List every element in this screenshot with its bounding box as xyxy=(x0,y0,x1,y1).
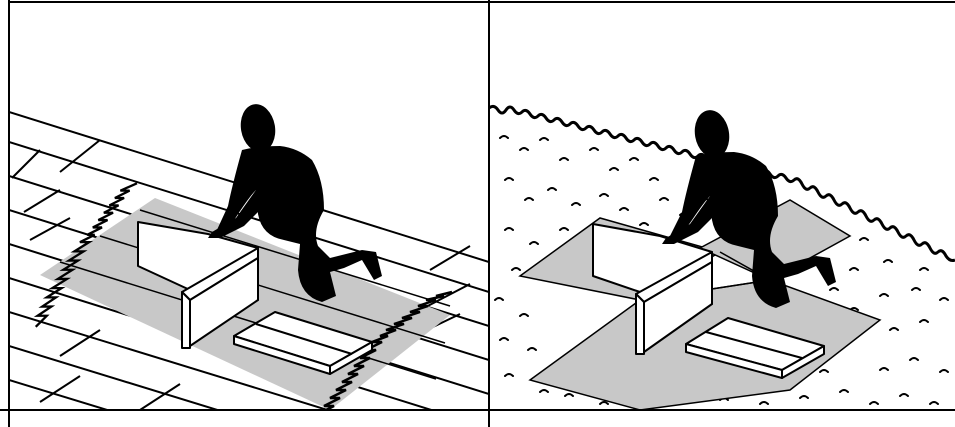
left-panel xyxy=(9,104,489,410)
kneeling-person xyxy=(662,110,836,308)
upright-board xyxy=(137,221,259,349)
flat-board xyxy=(685,317,825,379)
kneeling-person xyxy=(208,104,382,302)
flat-board xyxy=(233,311,373,375)
right-panel xyxy=(489,104,955,410)
rug-fringe-left xyxy=(33,182,138,328)
rug-fringe-right xyxy=(323,290,453,410)
upright-board xyxy=(592,223,713,355)
